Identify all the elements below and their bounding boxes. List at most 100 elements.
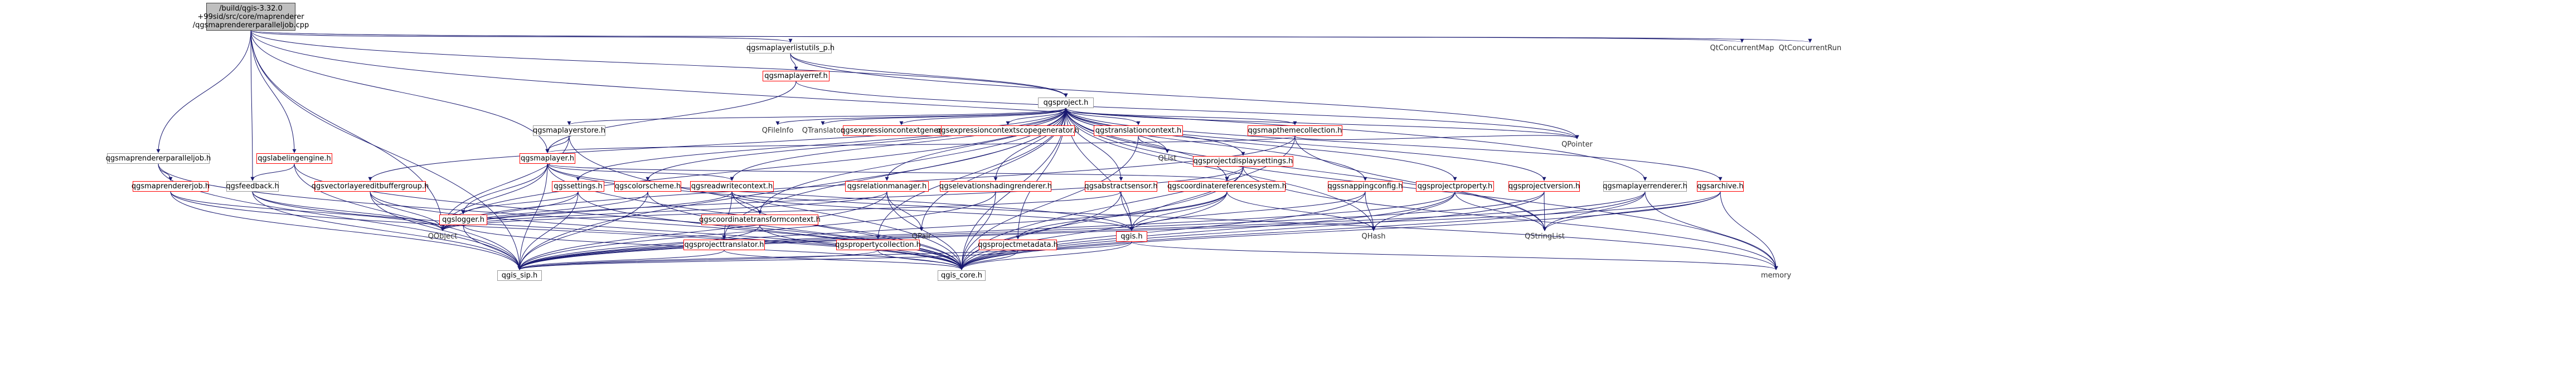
node-qgsvectorlayereditbuffergroup[interactable]: qgsvectorlayereditbuffergroup.h (312, 181, 429, 192)
edge-qgsproject-to-qgstranslationcontext (1065, 108, 1141, 125)
node-qgslogger[interactable]: qgslogger.h (439, 215, 487, 225)
node-qgsmaplayerref[interactable]: qgsmaplayerref.h (763, 71, 829, 81)
edge-qgsprojectversion-to-qgis_core (959, 191, 1545, 270)
node-qstringlist: QStringList (1523, 231, 1566, 242)
node-qgsproject[interactable]: qgsproject.h (1038, 98, 1094, 108)
node-qgselevationshadingrenderer[interactable]: qgselevationshadingrenderer.h (939, 181, 1052, 192)
edge-qgsmaplayer-to-qgis_sip (517, 163, 548, 270)
node-label: qgsprojectmetadata.h (978, 240, 1058, 249)
node-label: qgsreadwritecontext.h (691, 182, 773, 191)
node-label: qgsprojectdisplaysettings.h (1193, 157, 1293, 165)
edge-root-to-qgsmaplayerlistutils_p (250, 30, 793, 43)
edge-qgsprojectversion-to-qgis_sip (517, 191, 1545, 270)
edge-root-to-qgsfeedback (250, 30, 255, 181)
node-qgspropertycollection[interactable]: qgspropertycollection.h (835, 240, 921, 250)
edge-qgsproject-to-qtranslator (821, 108, 1066, 125)
node-qgsprojectproperty[interactable]: qgsprojectproperty.h (1416, 181, 1494, 192)
edge-root-to-qobject (250, 30, 445, 231)
edge-qgstranslationcontext-to-qlist (1138, 135, 1170, 153)
edge-qgsfeedback-to-qgis_sip (252, 191, 522, 270)
node-qgis-h[interactable]: qgis.h (1116, 231, 1147, 242)
node-qgslabelingengine[interactable]: qgslabelingengine.h (256, 153, 332, 164)
node-qgsmaprendererparalleljob[interactable]: qgsmaprendererparalleljob.h (106, 153, 211, 164)
edge-qgssnappingconfig-to-qgis_core (959, 191, 1366, 270)
edge-qgis_h-to-qgis_sip (517, 241, 1132, 270)
node-qgis-core[interactable]: qgis_core.h (938, 270, 986, 281)
edge-root-to-qgsproject (250, 30, 1068, 98)
node-qgsmaplayer[interactable]: qgsmaplayer.h (520, 153, 575, 164)
edge-qgsprojectproperty-to-qgis_sip (517, 191, 1456, 270)
edge-qgslabelingengine-to-qgis_sip (294, 163, 522, 270)
node-label: qgis_core.h (941, 271, 982, 280)
node-qgsabstractsensor[interactable]: qgsabstractsensor.h (1084, 181, 1158, 192)
node-qgssettings[interactable]: qgssettings.h (552, 181, 604, 192)
node-label: qgssnappingconfig.h (1327, 182, 1403, 191)
root-line-1: /build/qgis-3.32.0 (219, 4, 283, 13)
node-qgsreadwritecontext[interactable]: qgsreadwritecontext.h (690, 181, 774, 192)
node-label: qgselevationshadingrenderer.h (939, 182, 1052, 191)
node-label: QObject (428, 232, 458, 241)
node-qgsarchive[interactable]: qgsarchive.h (1697, 181, 1744, 192)
node-qpointer: QPointer (1559, 139, 1595, 150)
edge-qgsprojectproperty-to-qhash (1371, 191, 1456, 231)
root-file-node: /build/qgis-3.32.0 +99sid/src/core/mapre… (193, 3, 309, 31)
node-qpair: QPair (908, 231, 935, 242)
node-qgsprojectdisplaysettings[interactable]: qgsprojectdisplaysettings.h (1193, 156, 1293, 167)
edge-qgssnappingconfig-to-qhash (1365, 191, 1376, 231)
edge-qgsarchive-to-qstringlist (1542, 191, 1721, 231)
node-qgis-sip[interactable]: qgis_sip.h (497, 270, 542, 281)
edge-qgsarchive-to-qgis_core (959, 191, 1721, 270)
node-qgsfeedback[interactable]: qgsfeedback.h (226, 181, 279, 192)
node-qgscoordinatetransformcontext[interactable]: qgscoordinatetransformcontext.h (699, 215, 821, 225)
edge-qgsprojectmetadata-to-qgis_core (959, 250, 1018, 270)
edge-qgscolorscheme-to-qgis_core (647, 191, 964, 270)
node-label: qgsmaplayerrenderer.h (1603, 182, 1687, 191)
node-qgscoordinatereferencesystem[interactable]: qgscoordinatereferencesystem.h (1167, 181, 1287, 192)
node-qgsmaplayerrenderer[interactable]: qgsmaplayerrenderer.h (1603, 181, 1687, 192)
node-qgsrelationmanager[interactable]: qgsrelationmanager.h (845, 181, 929, 192)
node-qfileinfo: QFileInfo (759, 125, 796, 136)
node-qtconcurrentmap: QtConcurrentMap (1710, 43, 1774, 53)
edge-qgscolorscheme-to-qgis_sip (517, 191, 648, 270)
node-label: qgsprojectversion.h (1508, 182, 1580, 191)
node-label: qgsexpressioncontextscopegenerator.h (937, 126, 1079, 135)
node-label: qgsexpressioncontextgenerator.h (841, 126, 962, 135)
node-qgsmaplayerstore[interactable]: qgsmaplayerstore.h (533, 125, 605, 136)
edge-qgsreadwritecontext-to-qgis_core (731, 191, 964, 270)
edge-qgsproject-to-qgssettings (576, 108, 1066, 181)
node-qhash: QHash (1358, 231, 1389, 242)
edge-qgsproject-to-qgsrelationmanager (885, 108, 1066, 181)
edge-qgsmaplayerrenderer-to-memory (1644, 191, 1778, 270)
edge-qgsproject-to-qgselevationshadingrenderer (993, 108, 1066, 181)
node-qgsexpressioncontextscopegenerator[interactable]: qgsexpressioncontextscopegenerator.h (937, 125, 1079, 136)
node-qgssnappingconfig[interactable]: qgssnappingconfig.h (1328, 181, 1403, 192)
node-qgsexpressioncontextgenerator[interactable]: qgsexpressioncontextgenerator.h (841, 125, 962, 136)
node-label: QPointer (1561, 140, 1593, 149)
node-qgsprojectversion[interactable]: qgsprojectversion.h (1508, 181, 1580, 192)
edge-qgsprojectdisplaysettings-to-qgscoordinatereferencesystem (1225, 166, 1244, 181)
edge-qgsarchive-to-qgis_sip (517, 191, 1721, 270)
node-label: QtConcurrentMap (1710, 43, 1774, 52)
node-qgsprojecttranslator[interactable]: qgsprojecttranslator.h (683, 240, 765, 250)
node-qgsprojectmetadata[interactable]: qgsprojectmetadata.h (978, 240, 1058, 250)
node-label: qgsproject.h (1043, 98, 1089, 107)
node-qgsmaplayerlistutils-p[interactable]: qgsmaplayerlistutils_p.h (746, 43, 835, 53)
node-qgscolorscheme[interactable]: qgscolorscheme.h (614, 181, 681, 192)
edge-qgsproject-to-qgis_sip (517, 108, 1066, 270)
edge-qgsprojectdisplaysettings-to-qgis_h (1129, 166, 1244, 231)
edge-qgsmaplayer-to-qgsreadwritecontext (547, 163, 734, 181)
node-qgstranslationcontext[interactable]: qgstranslationcontext.h (1094, 125, 1183, 136)
edge-qgsvectorlayereditbuffergroup-to-qgis_sip (370, 191, 522, 270)
edge-qgsmaplayerlistutils_p-to-qgsproject (790, 53, 1068, 98)
edge-qgsmaplayer-to-qgscoordinatereferencesystem (547, 163, 1229, 181)
node-qgsmaprendererjob[interactable]: qgsmaprendererjob.h (132, 181, 210, 192)
node-label: qgsmapthemecollection.h (1248, 126, 1342, 135)
edge-root-to-qgsmaplayer (250, 30, 550, 153)
edge-qgsmaplayer-to-qgis_h (547, 163, 1134, 231)
node-qgsmapthemecollection[interactable]: qgsmapthemecollection.h (1248, 125, 1342, 136)
edge-qgis_h-to-qgis_core (959, 241, 1132, 270)
edge-qgsreadwritecontext-to-qgis_h (731, 191, 1134, 231)
edge-qgsabstractsensor-to-qgis_core (959, 191, 1122, 270)
edge-qgsmaplayerref-to-qgsmaplayer (545, 81, 797, 153)
